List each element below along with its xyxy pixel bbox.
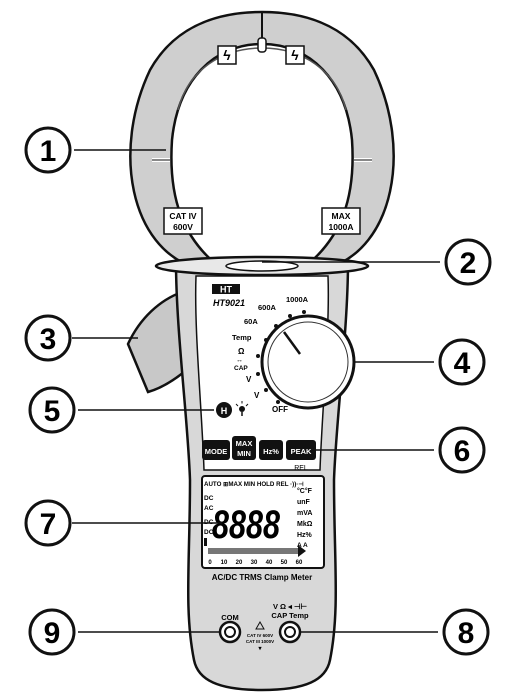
svg-text:PEAK: PEAK	[291, 447, 312, 456]
svg-text:6: 6	[454, 435, 471, 468]
svg-text:9: 9	[44, 617, 61, 650]
svg-text:CAT IV 600V: CAT IV 600V	[247, 633, 273, 638]
mode-button[interactable]: MODE	[202, 440, 230, 460]
svg-text:mVA: mVA	[297, 510, 312, 517]
svg-text:2: 2	[460, 247, 477, 280]
svg-text:30: 30	[251, 560, 258, 566]
brand-logo: HT HT9021	[212, 284, 245, 308]
svg-text:Hz%: Hz%	[263, 447, 279, 456]
svg-text:DC: DC	[204, 529, 214, 536]
com-terminal-label: COM	[221, 613, 239, 622]
svg-text:HT: HT	[220, 285, 232, 295]
rel-label: REL	[294, 465, 308, 472]
jaw-bolt-icon-left: ϟ	[217, 45, 237, 65]
svg-text:5: 5	[44, 395, 61, 428]
svg-text:MODE: MODE	[205, 447, 228, 456]
callout-5: 5	[28, 386, 76, 434]
svg-text:0: 0	[208, 560, 212, 566]
hz-percent-button[interactable]: Hz%	[259, 440, 283, 460]
svg-text:°C°F: °C°F	[297, 487, 313, 495]
svg-text:H: H	[221, 406, 228, 416]
callout-8: 8	[442, 608, 490, 656]
callout-3: 3	[24, 314, 72, 362]
svg-text:ϟ: ϟ	[223, 47, 231, 63]
hold-button[interactable]: H	[216, 402, 232, 418]
svg-text:600A: 600A	[258, 303, 277, 312]
svg-text:MIN: MIN	[237, 449, 251, 458]
callout-9: 9	[28, 608, 76, 656]
svg-text:60: 60	[296, 560, 303, 566]
jaw-max-current-right: MAX 1000A	[321, 207, 361, 235]
lcd-ac-indicator: AC	[204, 505, 214, 512]
svg-text:OFF: OFF	[272, 405, 288, 414]
v-ohm-terminal-label: V Ω ◂ ⊣⊢	[273, 601, 308, 611]
backlight-icon	[235, 401, 249, 416]
svg-text:3: 3	[40, 323, 57, 356]
svg-text:A A: A A	[297, 542, 308, 549]
svg-text:Ω: Ω	[238, 347, 245, 356]
svg-text:CAT IV: CAT IV	[169, 211, 197, 221]
svg-text:40: 40	[266, 560, 273, 566]
svg-text:Temp: Temp	[232, 333, 252, 342]
svg-text:1000A: 1000A	[328, 222, 353, 232]
svg-text:CAP: CAP	[234, 365, 248, 372]
lcd-main-digits: 8888	[212, 503, 281, 547]
svg-text:8: 8	[458, 617, 475, 650]
svg-text:CAT III 1000V: CAT III 1000V	[246, 639, 274, 644]
svg-text:Hz%: Hz%	[297, 532, 313, 539]
svg-text:60A: 60A	[244, 317, 258, 326]
lcd-bargraph-scale: 0 10 20 30 40 50 60	[208, 560, 303, 566]
svg-text:MAX: MAX	[236, 439, 253, 448]
jaw-cat-rating-left: CAT IV 600V	[163, 207, 203, 235]
rotary-selector-switch[interactable]	[260, 314, 356, 410]
jaw-bolt-icon-right: ϟ	[285, 45, 305, 65]
callout-6: 6	[438, 426, 486, 474]
svg-text:V: V	[254, 391, 260, 400]
terminal-cat-rating: CAT IV 600V CAT III 1000V ▾	[246, 620, 274, 652]
callout-2: 2	[444, 238, 492, 286]
svg-text:1000A: 1000A	[286, 295, 309, 304]
svg-text:ϟ: ϟ	[291, 47, 299, 63]
com-input-terminal[interactable]	[218, 620, 242, 644]
max-min-button[interactable]: MAX MIN	[232, 436, 256, 460]
svg-text:↔: ↔	[236, 357, 243, 364]
lcd-display: AUTO ⊞MAX MIN HOLD REL ·))·⊣ DC AC DC DC…	[201, 475, 325, 569]
svg-text:4: 4	[454, 347, 471, 380]
svg-text:MkΩ: MkΩ	[297, 521, 313, 528]
svg-text:1: 1	[40, 135, 57, 168]
svg-text:50: 50	[281, 560, 288, 566]
callout-4: 4	[438, 338, 486, 386]
svg-text:V: V	[246, 375, 252, 384]
cap-temp-terminal-label: CAP Temp	[271, 611, 309, 620]
lcd-dc-indicator: DC	[204, 495, 214, 502]
lcd-bargraph	[208, 545, 306, 557]
svg-text:7: 7	[40, 508, 57, 541]
svg-text:▾: ▾	[257, 646, 262, 652]
model-name: HT9021	[213, 298, 245, 308]
svg-text:unF: unF	[297, 499, 311, 506]
svg-text:600V: 600V	[173, 222, 193, 232]
meter-description-label: AC/DC TRMS Clamp Meter	[212, 573, 312, 582]
v-ohm-cap-temp-input-terminal[interactable]	[278, 620, 302, 644]
svg-text:10: 10	[221, 560, 228, 566]
svg-text:20: 20	[236, 560, 243, 566]
callout-7: 7	[24, 499, 72, 547]
lcd-top-indicators: AUTO ⊞MAX MIN HOLD REL ·))·⊣	[204, 481, 304, 488]
jaw-trigger	[126, 290, 186, 394]
peak-button[interactable]: PEAK	[286, 440, 316, 460]
svg-text:MAX: MAX	[332, 211, 351, 221]
callout-1: 1	[24, 126, 72, 174]
